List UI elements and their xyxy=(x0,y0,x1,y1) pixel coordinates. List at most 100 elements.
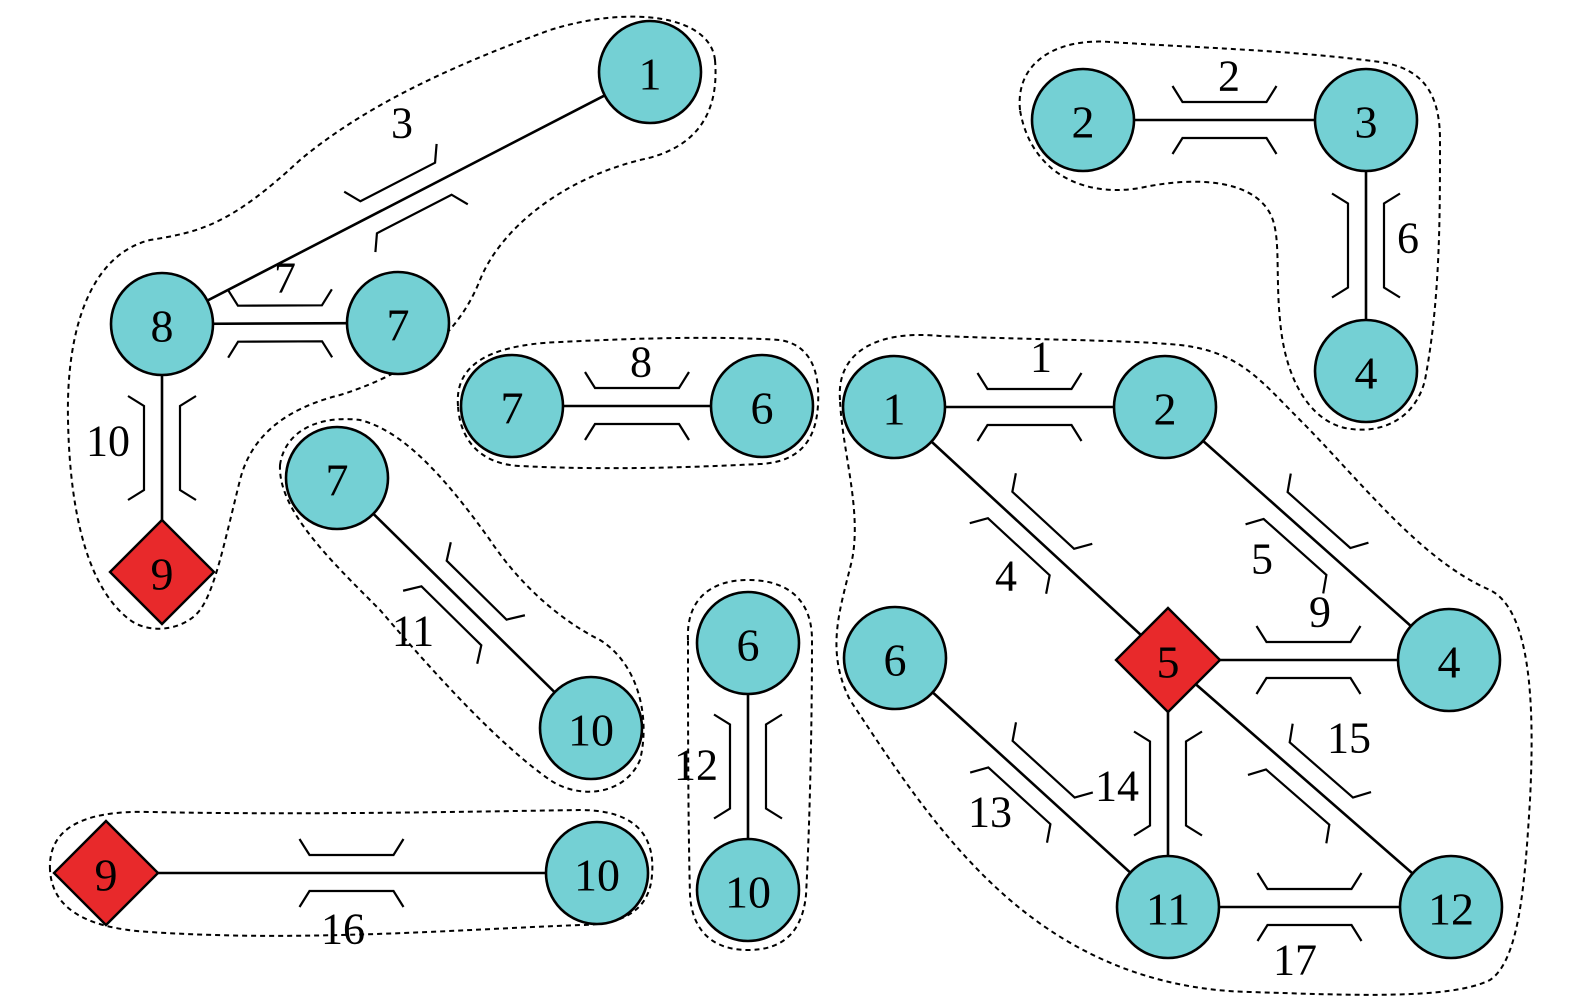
node-label-c6: 6 xyxy=(751,383,774,434)
edge-g6-g11-bracket-b xyxy=(1011,722,1094,799)
node-circle-e6 xyxy=(695,590,801,696)
node-circle-b4 xyxy=(1313,318,1419,424)
edge-g5-g4-bracket-b xyxy=(1255,625,1362,644)
edge-g5-g4-bracket-a xyxy=(1255,676,1362,695)
edge-a1-a8-bracket-a xyxy=(343,143,438,203)
edge-g2-g4 xyxy=(1164,406,1450,661)
edge-label-d7-d10: 11 xyxy=(392,607,434,656)
edge-label-a8-a9: 10 xyxy=(86,417,130,466)
node-circle-c7 xyxy=(459,353,565,459)
edge-d7-d10 xyxy=(336,477,592,729)
edge-d7-d10-bracket-a xyxy=(402,585,483,664)
source-node-diamond-a9 xyxy=(108,518,216,626)
edge-g2-g4-bracket-a xyxy=(1245,517,1328,594)
edge-g6-g11-bracket-a xyxy=(969,766,1052,843)
edge-g1-g5-bracket-b xyxy=(1011,473,1093,550)
node-label-f9: 9 xyxy=(95,850,118,901)
edge-e6-e10-bracket-b xyxy=(764,713,783,820)
edge-g2-g4-bracket-b xyxy=(1286,473,1369,550)
edge-label-g1-g5: 4 xyxy=(995,552,1017,601)
node-circle-f10 xyxy=(544,820,650,926)
edge-a8-a7-bracket-a xyxy=(227,340,334,359)
edge-f9-f10-bracket-b xyxy=(298,838,405,857)
edge-g11-g12-bracket-a xyxy=(1256,923,1363,942)
edge-g1-g5 xyxy=(893,406,1169,661)
edge-d7-d10-bracket-b xyxy=(445,542,526,621)
node-label-a7: 7 xyxy=(387,300,410,351)
node-circle-g2 xyxy=(1112,354,1218,460)
edge-g5-g11-bracket-a xyxy=(1133,730,1152,837)
edge-label-g1-g2: 1 xyxy=(1030,333,1052,382)
node-label-g4: 4 xyxy=(1438,637,1461,688)
edge-a8-a9-bracket-b xyxy=(178,395,197,501)
node-label-d10: 10 xyxy=(568,705,614,756)
edge-a1-a8-bracket-b xyxy=(374,193,469,253)
node-circle-e10 xyxy=(695,837,801,943)
edge-g6-g11 xyxy=(894,657,1169,908)
source-node-diamond-f9 xyxy=(52,819,160,927)
cluster-f-boundary xyxy=(48,808,654,937)
node-label-g1: 1 xyxy=(883,384,906,435)
node-circle-d7 xyxy=(284,425,390,531)
edge-g1-g2-bracket-b xyxy=(976,372,1083,391)
node-label-a9: 9 xyxy=(151,549,174,600)
edge-label-b2-b3: 2 xyxy=(1218,52,1240,101)
node-circle-d10 xyxy=(538,675,644,781)
node-label-e10: 10 xyxy=(725,867,771,918)
node-label-b3: 3 xyxy=(1355,97,1378,148)
node-label-c7: 7 xyxy=(501,383,524,434)
node-circle-a1 xyxy=(597,19,703,125)
edge-g5-g12-bracket-a xyxy=(1247,768,1331,844)
node-circle-a8 xyxy=(109,271,215,377)
node-label-d7: 7 xyxy=(326,455,349,506)
edge-g5-g12 xyxy=(1167,659,1452,908)
cluster-c-boundary xyxy=(456,336,820,470)
node-label-a8: 8 xyxy=(151,301,174,352)
edge-label-b3-b4: 6 xyxy=(1397,214,1419,263)
cluster-g-boundary xyxy=(835,334,1533,996)
source-node-diamond-g5 xyxy=(1114,606,1222,714)
cluster-a-boundary xyxy=(66,15,717,630)
edge-c7-c6-bracket-a xyxy=(584,422,690,441)
edge-b3-b4-bracket-a xyxy=(1331,192,1350,299)
node-circle-b3 xyxy=(1313,67,1419,173)
edge-label-f9-f10: 16 xyxy=(321,905,365,954)
edge-g5-g12-bracket-b xyxy=(1288,723,1372,799)
edge-e6-e10-bracket-a xyxy=(713,713,732,820)
node-label-b2: 2 xyxy=(1072,97,1095,148)
edge-a1-a8 xyxy=(161,70,651,326)
node-label-g6: 6 xyxy=(884,635,907,686)
node-label-a1: 1 xyxy=(639,49,662,100)
edge-g5-g11-bracket-b xyxy=(1184,730,1203,837)
edge-label-g6-g11: 13 xyxy=(968,788,1012,837)
node-label-b4: 4 xyxy=(1355,348,1378,399)
edge-label-a1-a8: 3 xyxy=(391,99,413,148)
node-label-g12: 12 xyxy=(1428,884,1474,935)
edge-b3-b4-bracket-b xyxy=(1382,192,1401,299)
edge-g11-g12-bracket-b xyxy=(1256,872,1363,891)
node-circle-g1 xyxy=(841,354,947,460)
node-circle-c6 xyxy=(709,353,815,459)
edge-c7-c6-bracket-b xyxy=(584,371,690,390)
node-label-f10: 10 xyxy=(574,850,620,901)
edge-b2-b3-bracket-b xyxy=(1171,85,1278,104)
edge-label-g2-g4: 5 xyxy=(1251,535,1273,584)
node-label-e6: 6 xyxy=(737,620,760,671)
edge-b2-b3-bracket-a xyxy=(1171,136,1278,155)
node-label-g2: 2 xyxy=(1154,384,1177,435)
edge-label-g5-g4: 9 xyxy=(1309,588,1331,637)
edge-f9-f10-bracket-a xyxy=(298,889,405,908)
node-circle-b2 xyxy=(1030,67,1136,173)
node-circle-a7 xyxy=(345,270,451,376)
edge-g1-g5-bracket-a xyxy=(969,517,1051,594)
edge-a8-a7-bracket-b xyxy=(226,288,333,307)
edge-label-g11-g12: 17 xyxy=(1273,936,1317,985)
node-circle-g6 xyxy=(842,605,948,711)
edge-label-a8-a7: 7 xyxy=(274,254,296,303)
cluster-boundaries xyxy=(48,15,1533,996)
edge-a8-a9-bracket-a xyxy=(127,395,146,501)
node-circle-g12 xyxy=(1398,854,1504,960)
